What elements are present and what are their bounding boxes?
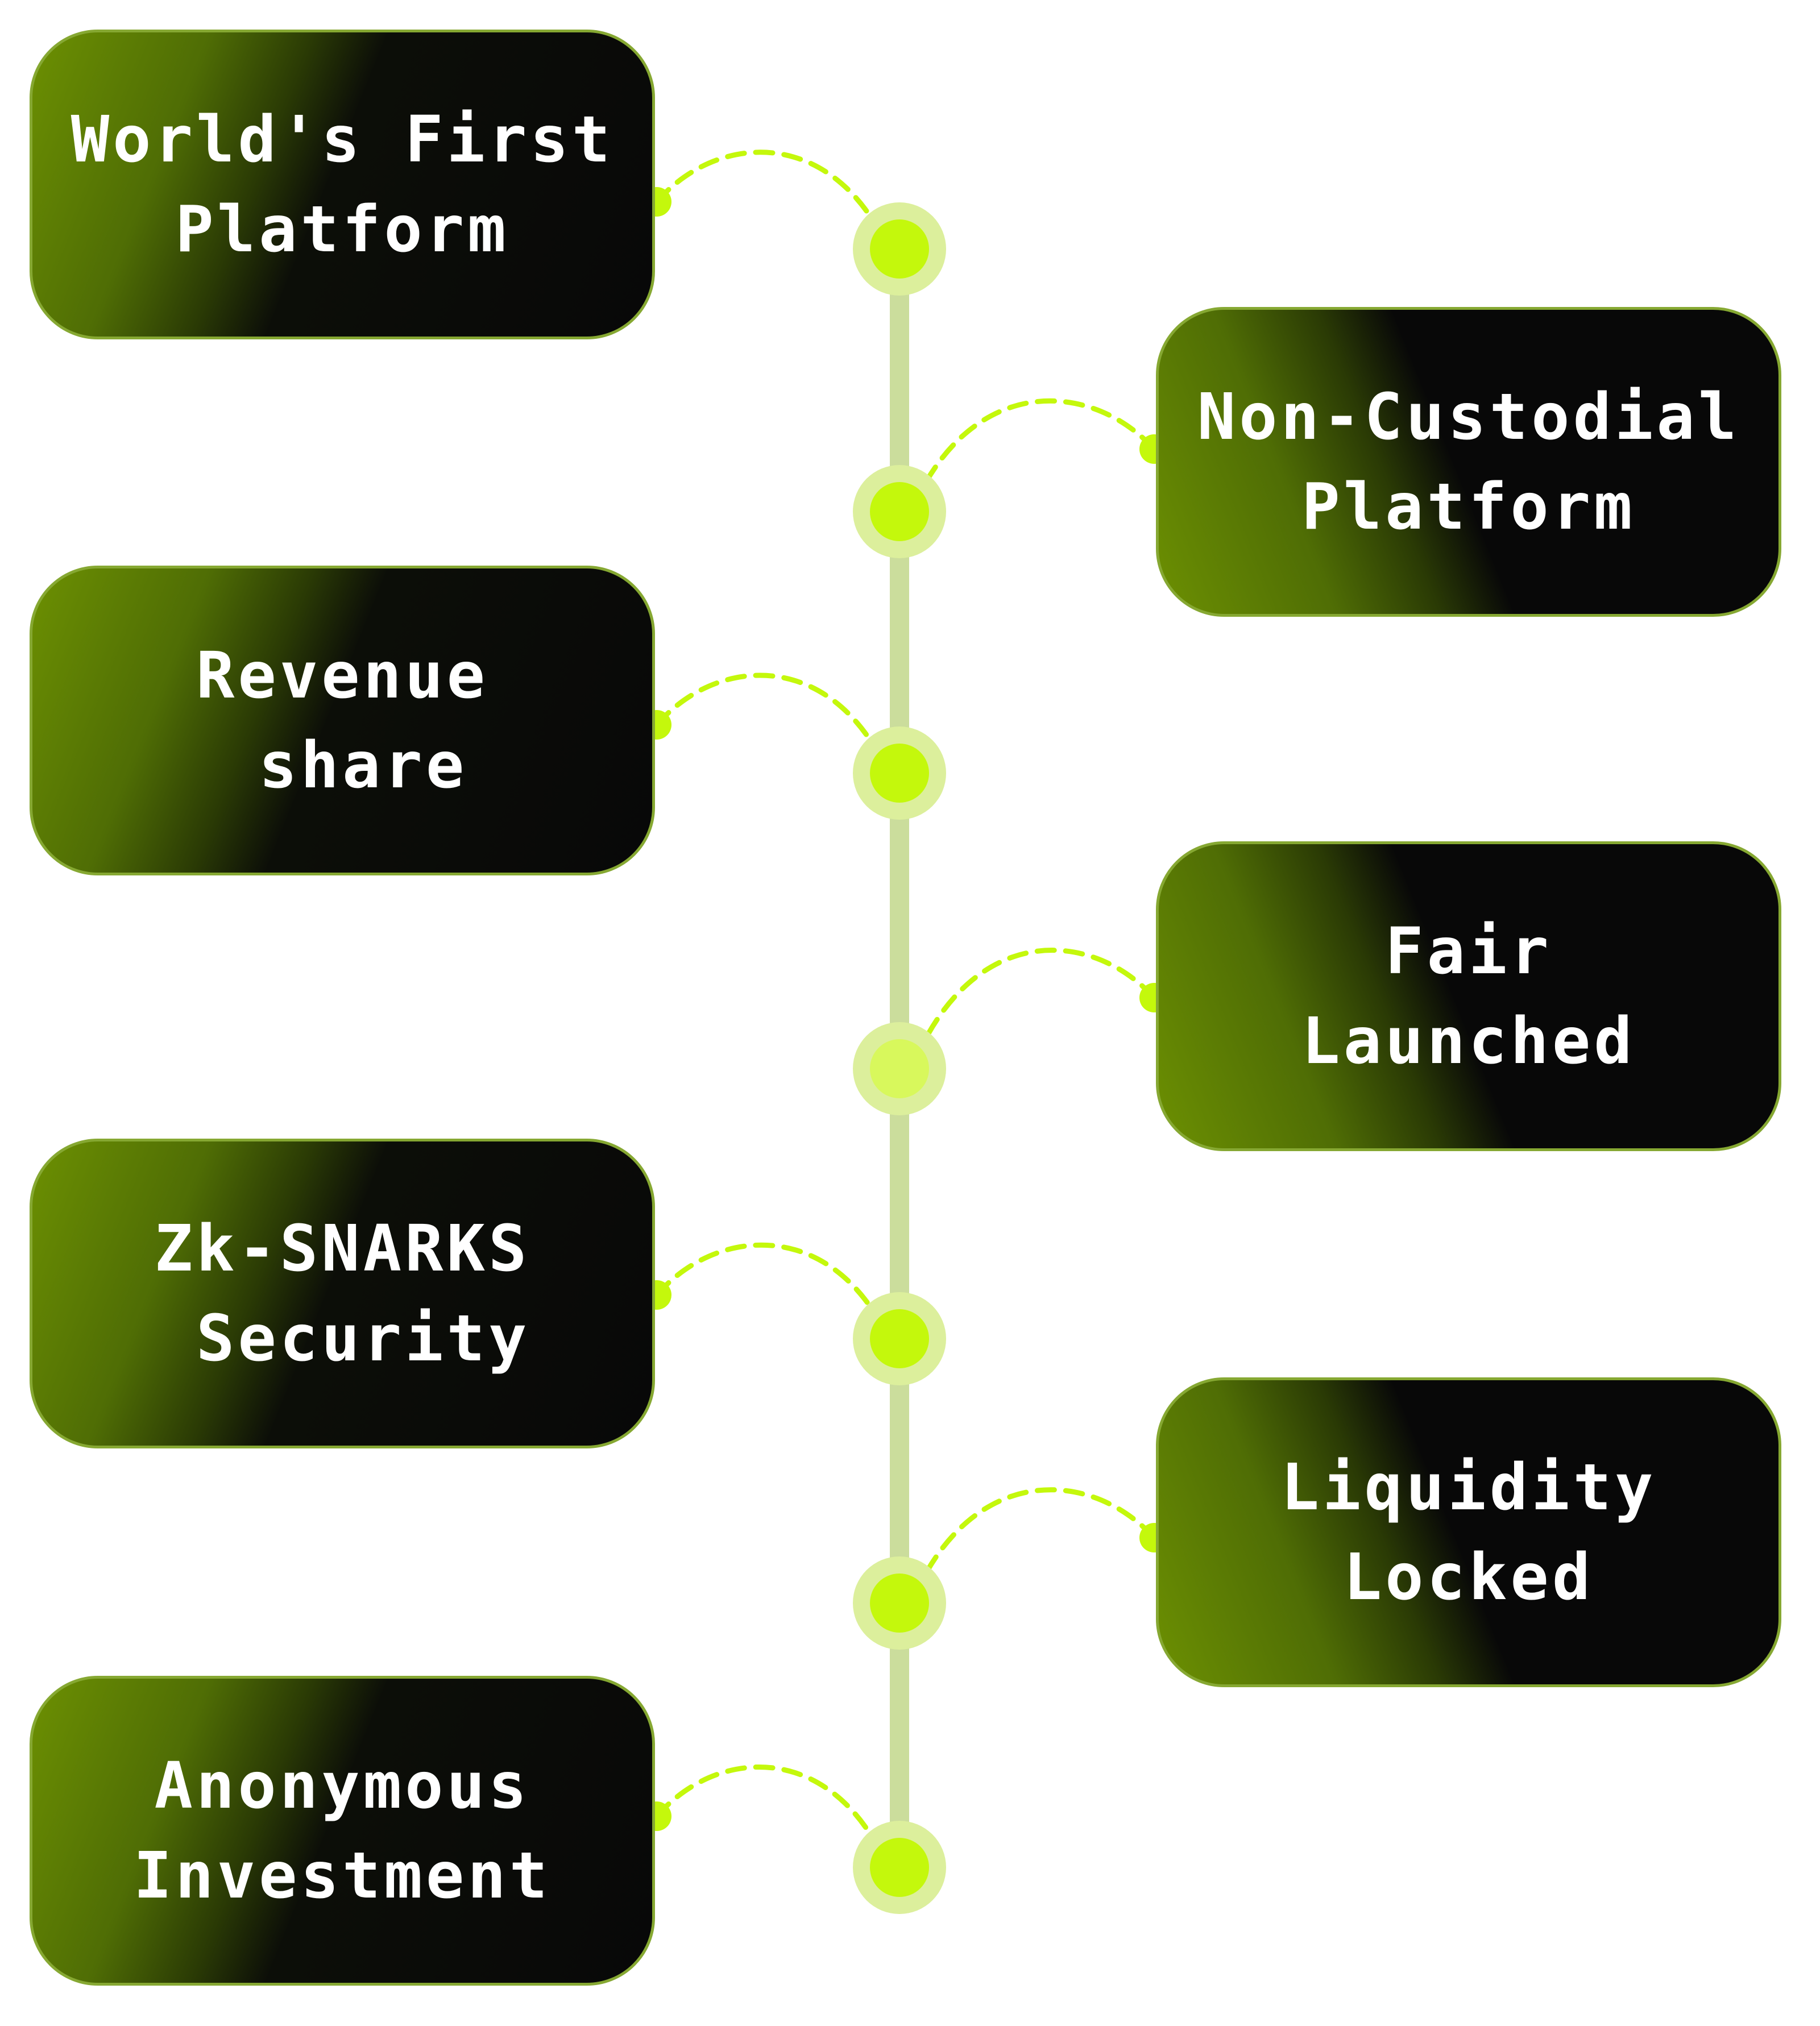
feature-card-revenue-share: Revenue share <box>30 566 655 875</box>
dashed-connector <box>915 948 1157 1057</box>
dashed-connector <box>654 150 884 238</box>
feature-card-label: Zk-SNARKS Security <box>154 1211 530 1376</box>
dashed-connector <box>915 398 1157 500</box>
feature-card-zk-snarks-security: Zk-SNARKS Security <box>30 1139 655 1448</box>
feature-card-label: Anonymous Investment <box>133 1749 552 1913</box>
timeline-node <box>870 1838 929 1897</box>
feature-card-liquidity-locked: Liquidity Locked <box>1156 1377 1781 1687</box>
feature-card-fair-launched: Fair Launched <box>1156 841 1781 1151</box>
feature-card-worlds-first-platform: World's First Platform <box>30 30 655 339</box>
timeline-node <box>870 1309 929 1368</box>
feature-card-label: World's First Platform <box>71 102 614 267</box>
dashed-connector <box>915 1487 1157 1592</box>
feature-card-label: Non-Custodial Platform <box>1197 380 1740 544</box>
dashed-connector <box>654 672 884 762</box>
timeline-node <box>870 744 929 803</box>
feature-card-label: Revenue share <box>196 638 488 803</box>
timeline-node <box>870 219 929 279</box>
feature-card-anonymous-investment: Anonymous Investment <box>30 1676 655 1986</box>
dashed-connector <box>654 1764 884 1856</box>
timeline-node <box>870 1039 929 1098</box>
timeline-node <box>870 1574 929 1633</box>
dashed-connector <box>654 1242 884 1327</box>
feature-card-non-custodial-platform: Non-Custodial Platform <box>1156 307 1781 617</box>
feature-card-label: Liquidity Locked <box>1280 1450 1657 1614</box>
timeline-node <box>870 482 929 541</box>
feature-card-label: Fair Launched <box>1301 914 1636 1078</box>
